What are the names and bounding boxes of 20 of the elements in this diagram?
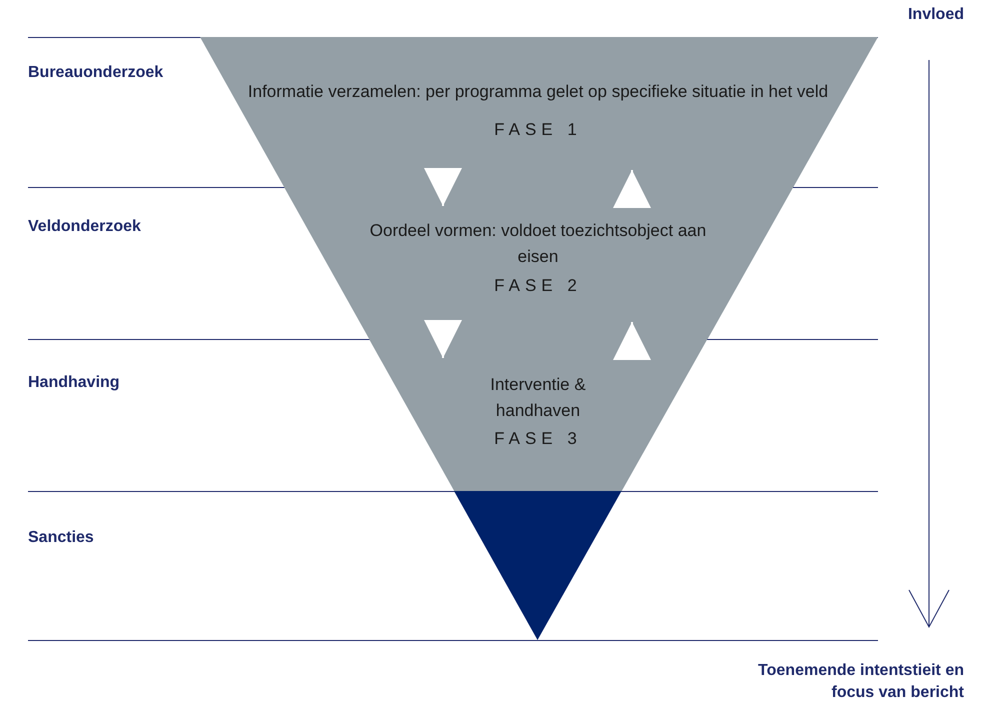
phase-label: FASE 3 [493, 428, 583, 450]
row-label: Handhaving [28, 373, 120, 393]
phase-label: FASE 1 [493, 119, 583, 141]
row-label: Sancties [28, 528, 94, 548]
triangle-shape [454, 491, 622, 640]
row-label: Bureauonderzoek [28, 63, 164, 83]
funnel-band [200, 37, 878, 187]
row-label: Veldonderzoek [28, 217, 141, 237]
arrow [613, 170, 651, 208]
phase-description: Oordeel vormen: voldoet toezichtsobject aan eisen [368, 220, 708, 268]
axis-label: Toenemende intentstieit en focus van bericht [757, 661, 964, 703]
phase-label: FASE 2 [493, 275, 583, 297]
phase-description: Interventie & handhaven [489, 374, 587, 422]
axis-label: Invloed [908, 5, 964, 25]
funnel-band [284, 187, 794, 339]
arrow [424, 168, 462, 206]
arrow [424, 320, 462, 358]
arrow [613, 322, 651, 360]
funnel-band [369, 339, 708, 491]
phase-description: Informatie verzamelen: per programma gelet op specifieke situatie in het veld [246, 81, 830, 103]
